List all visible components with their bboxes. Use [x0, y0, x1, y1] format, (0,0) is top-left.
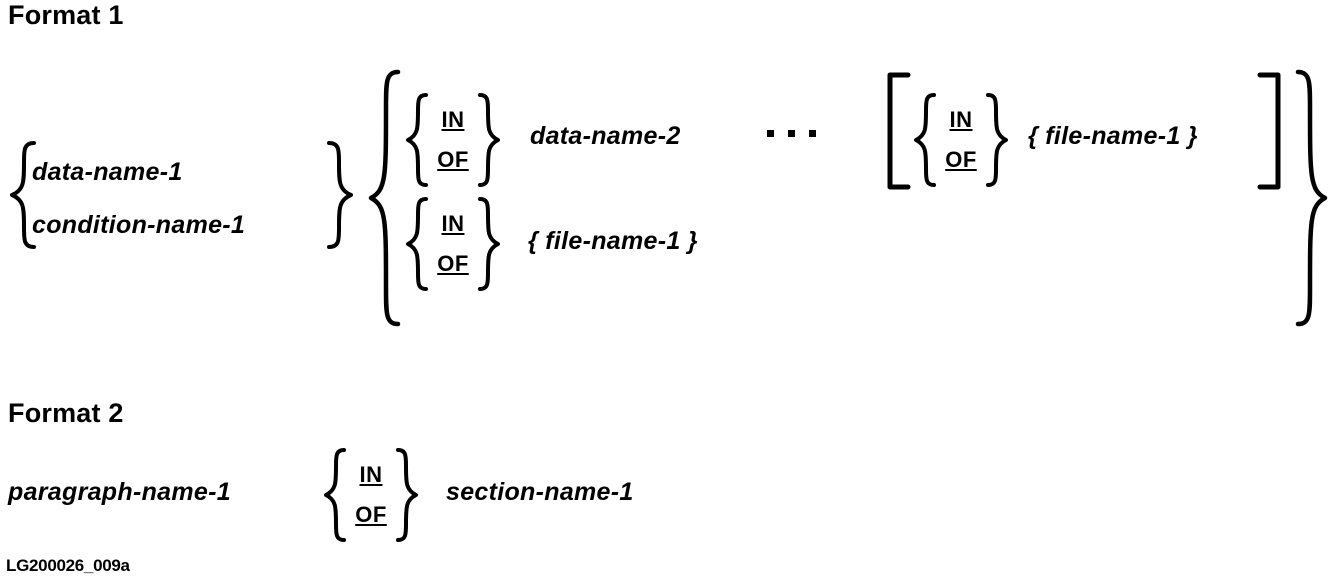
keyword-of: OF [437, 251, 469, 276]
row-2-inof-keywords: IN OF [430, 202, 476, 286]
group-1-left-brace [8, 140, 38, 250]
optional-right-square-bracket [1258, 72, 1284, 190]
format-2-heading: Format 2 [8, 398, 124, 428]
keyword-in: IN [359, 462, 383, 487]
row-1-optional-inof-left-brace [912, 92, 938, 188]
row-2-inof-left-brace [404, 196, 430, 292]
format-2-inof-keywords: IN OF [348, 453, 394, 537]
condition-name-1-label: condition-name-1 [32, 211, 246, 239]
keyword-in: IN [441, 107, 465, 132]
format-1-heading: Format 1 [8, 0, 124, 30]
optional-file-name-1-label: { file-name-1 } [1028, 122, 1198, 150]
row-1-inof-right-brace [476, 92, 502, 188]
figure-caption: LG200026_009a [6, 556, 130, 575]
keyword-of: OF [355, 502, 387, 527]
format-2-inof-left-brace [322, 447, 348, 543]
paragraph-name-1-label: paragraph-name-1 [8, 478, 231, 506]
group-1-right-brace [325, 140, 355, 250]
data-name-2-label: data-name-2 [530, 122, 681, 150]
keyword-of: OF [437, 147, 469, 172]
section-name-1-label: section-name-1 [446, 478, 634, 506]
row-2-file-name-1-label: { file-name-1 } [528, 227, 698, 255]
row-1-inof-left-brace [404, 92, 430, 188]
keyword-in: IN [949, 107, 973, 132]
row-1-optional-inof-keywords: IN OF [938, 98, 984, 182]
group-2-left-brace [366, 68, 402, 328]
row-1-inof-keywords: IN OF [430, 98, 476, 182]
ellipsis-dot-1 [767, 130, 774, 137]
keyword-in: IN [441, 211, 465, 236]
data-name-1-label: data-name-1 [32, 158, 183, 186]
keyword-of: OF [945, 147, 977, 172]
ellipsis-icon [767, 130, 816, 137]
group-2-right-brace [1294, 68, 1330, 328]
row-2-inof-right-brace [476, 196, 502, 292]
row-1-optional-inof-right-brace [984, 92, 1010, 188]
ellipsis-dot-3 [809, 130, 816, 137]
format-2-inof-right-brace [394, 447, 420, 543]
optional-left-square-bracket [884, 72, 910, 190]
ellipsis-dot-2 [788, 130, 795, 137]
